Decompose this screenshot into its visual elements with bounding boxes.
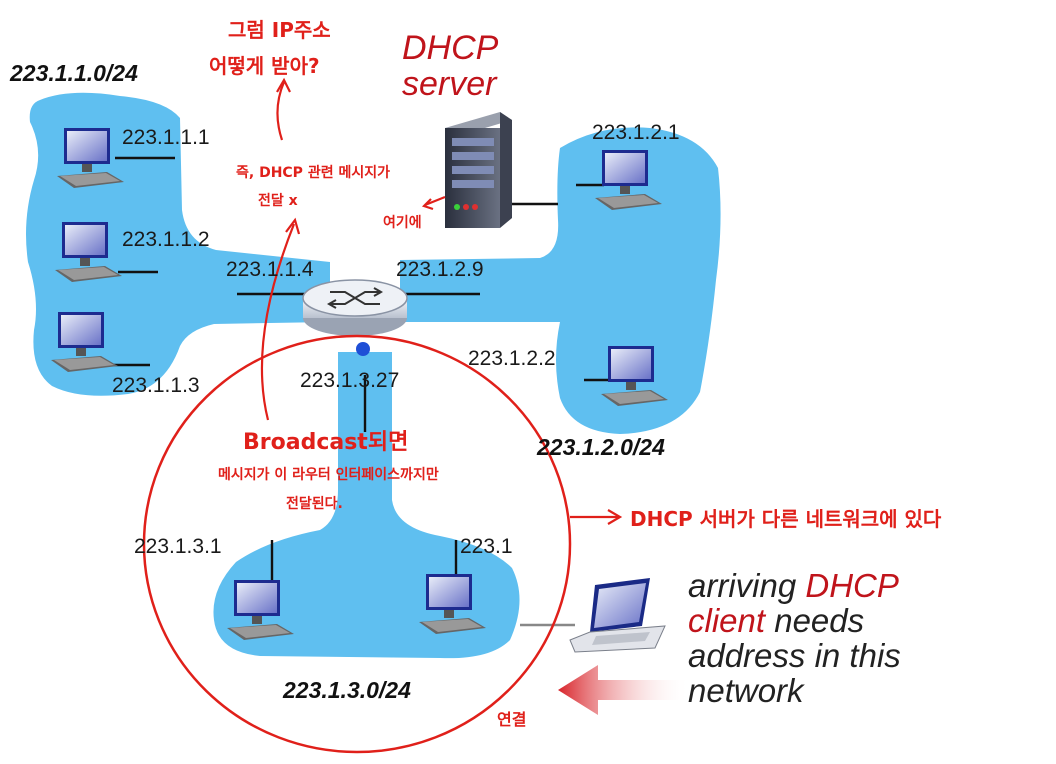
annotation-here: 여기에 [383, 215, 422, 231]
dhcp-title-line1: DHCP [402, 29, 499, 67]
annotation-other-network: DHCP 서버가 다른 네트워크에 있다 [630, 507, 942, 531]
laptop-icon [569, 578, 666, 653]
dhcp-server-title: DHCP server [402, 30, 498, 102]
host-computer-icon [596, 344, 676, 415]
annotation-arrow-up [276, 81, 286, 141]
annotation-question-line1: 그럼 IP주소 [228, 18, 331, 42]
dhcp-title-line2: server [402, 65, 497, 103]
host-computer-icon [414, 572, 494, 643]
client-caption-line1: arriving DHCP [688, 568, 901, 603]
annotation-question-line2: 어떻게 받아? [209, 54, 320, 78]
host-computer-icon [50, 220, 130, 291]
annotation-broadcast: Broadcast되면 [243, 430, 409, 455]
network-label-1: 223.1.1.0/24 [10, 60, 138, 86]
annotation-note-line1: 즉, DHCP 관련 메시지가 [236, 165, 390, 181]
host-label-121: 223.1.2.1 [592, 121, 680, 144]
annotation-circle [142, 334, 572, 754]
router-interface-dot [356, 342, 370, 356]
client-caption: arriving DHCP client needs address in th… [688, 568, 901, 708]
host-computer-icon [52, 126, 132, 197]
router-if-label-2: 223.1.2.9 [396, 258, 484, 281]
host-computer-icon [590, 148, 670, 219]
annotation-arrow-here [424, 195, 446, 207]
router-icon [302, 279, 408, 336]
client-caption-line4: network [688, 672, 804, 709]
caption-dhcp: DHCP [805, 567, 899, 604]
annotation-broadcast-line3: 전달된다. [286, 496, 343, 512]
host-computer-icon [46, 310, 126, 381]
annotation-broadcast-line2: 메시지가 이 라우터 인터페이스까지만 [218, 467, 439, 483]
network-label-2: 223.1.2.0/24 [537, 434, 665, 460]
router-if-label-3: 223.1.3.27 [300, 369, 400, 392]
annotation-arrowhead-here [421, 198, 434, 211]
host-label-122: 223.1.2.2 [468, 347, 556, 370]
host-label-111: 223.1.1.1 [122, 126, 210, 149]
annotation-arrowhead-right [607, 509, 623, 525]
annotation-note-line2: 전달 x [258, 193, 298, 209]
dhcp-server-icon [445, 112, 512, 228]
annotation-arrow-broadcast [260, 223, 296, 421]
incoming-arrow [558, 665, 690, 715]
annotation-arrowhead-up [276, 77, 291, 93]
host-label-113: 223.1.1.3 [112, 374, 200, 397]
client-caption-line3: address in this [688, 637, 901, 674]
annotation-connect: 연결 [497, 710, 527, 729]
caption-client: client [688, 602, 766, 639]
host-computer-icon [222, 578, 302, 649]
host-label-131: 223.1.3.1 [134, 535, 222, 558]
caption-arriving: arriving [688, 567, 797, 604]
router-if-label-1: 223.1.1.4 [226, 258, 314, 281]
client-caption-line2: client needs [688, 603, 901, 638]
network-label-3: 223.1.3.0/24 [283, 677, 411, 703]
host-label-112: 223.1.1.2 [122, 228, 210, 251]
caption-needs: needs [774, 602, 865, 639]
annotation-arrowhead-broadcast [285, 217, 301, 235]
host-label-132: 223.1 [460, 535, 513, 558]
